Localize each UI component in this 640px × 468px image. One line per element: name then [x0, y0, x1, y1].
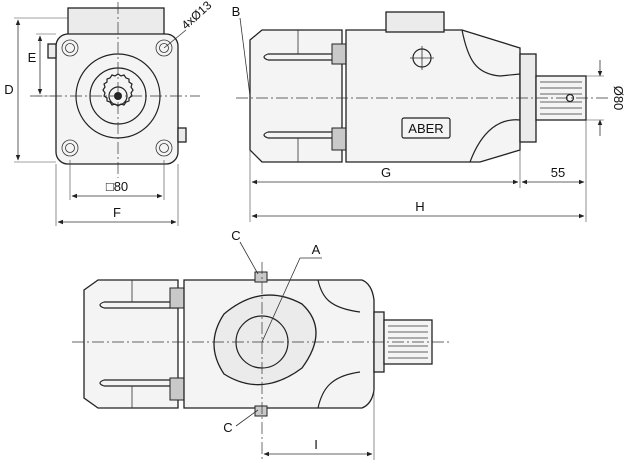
side-view — [236, 11, 608, 163]
top-view — [72, 262, 452, 460]
c-bottom-leader — [235, 409, 259, 427]
a-label: A — [312, 242, 321, 257]
dimension-g-label: G — [381, 165, 391, 180]
shaft-splines — [540, 81, 582, 115]
dimension-shaft-length — [521, 120, 587, 222]
a-leader — [261, 257, 301, 343]
dimension-h-label: H — [415, 199, 424, 214]
dimension-d-label: D — [4, 82, 13, 97]
dimension-flange-square-label: □80 — [106, 179, 128, 194]
dimension-i-label: I — [314, 437, 318, 452]
dimension-e — [36, 33, 56, 97]
brand-plate — [401, 117, 451, 139]
b-leader — [239, 17, 251, 97]
dimension-f — [55, 164, 179, 226]
dimension-shaft-diameter-label: Ø80 — [611, 86, 626, 111]
front-view — [30, 2, 200, 178]
dimension-e-label: E — [28, 50, 37, 65]
bolt-holes-label: 4xØ13 — [179, 0, 215, 32]
c-top-leader — [239, 241, 259, 275]
bolt-hole-group — [61, 39, 173, 157]
dimension-d — [14, 17, 68, 163]
b-label: B — [232, 4, 241, 19]
c-top-label: C — [231, 228, 240, 243]
dimension-g — [249, 150, 521, 222]
port-boss — [213, 294, 317, 386]
dimension-shaft-length-label: 55 — [551, 165, 565, 180]
dimension-shaft-diameter — [586, 60, 604, 136]
dimension-i — [263, 390, 375, 460]
dimension-f-label: F — [113, 205, 121, 220]
brand-label: ABER — [408, 121, 443, 136]
c-bottom-label: C — [223, 420, 232, 435]
dimension-flange-square — [69, 160, 165, 200]
